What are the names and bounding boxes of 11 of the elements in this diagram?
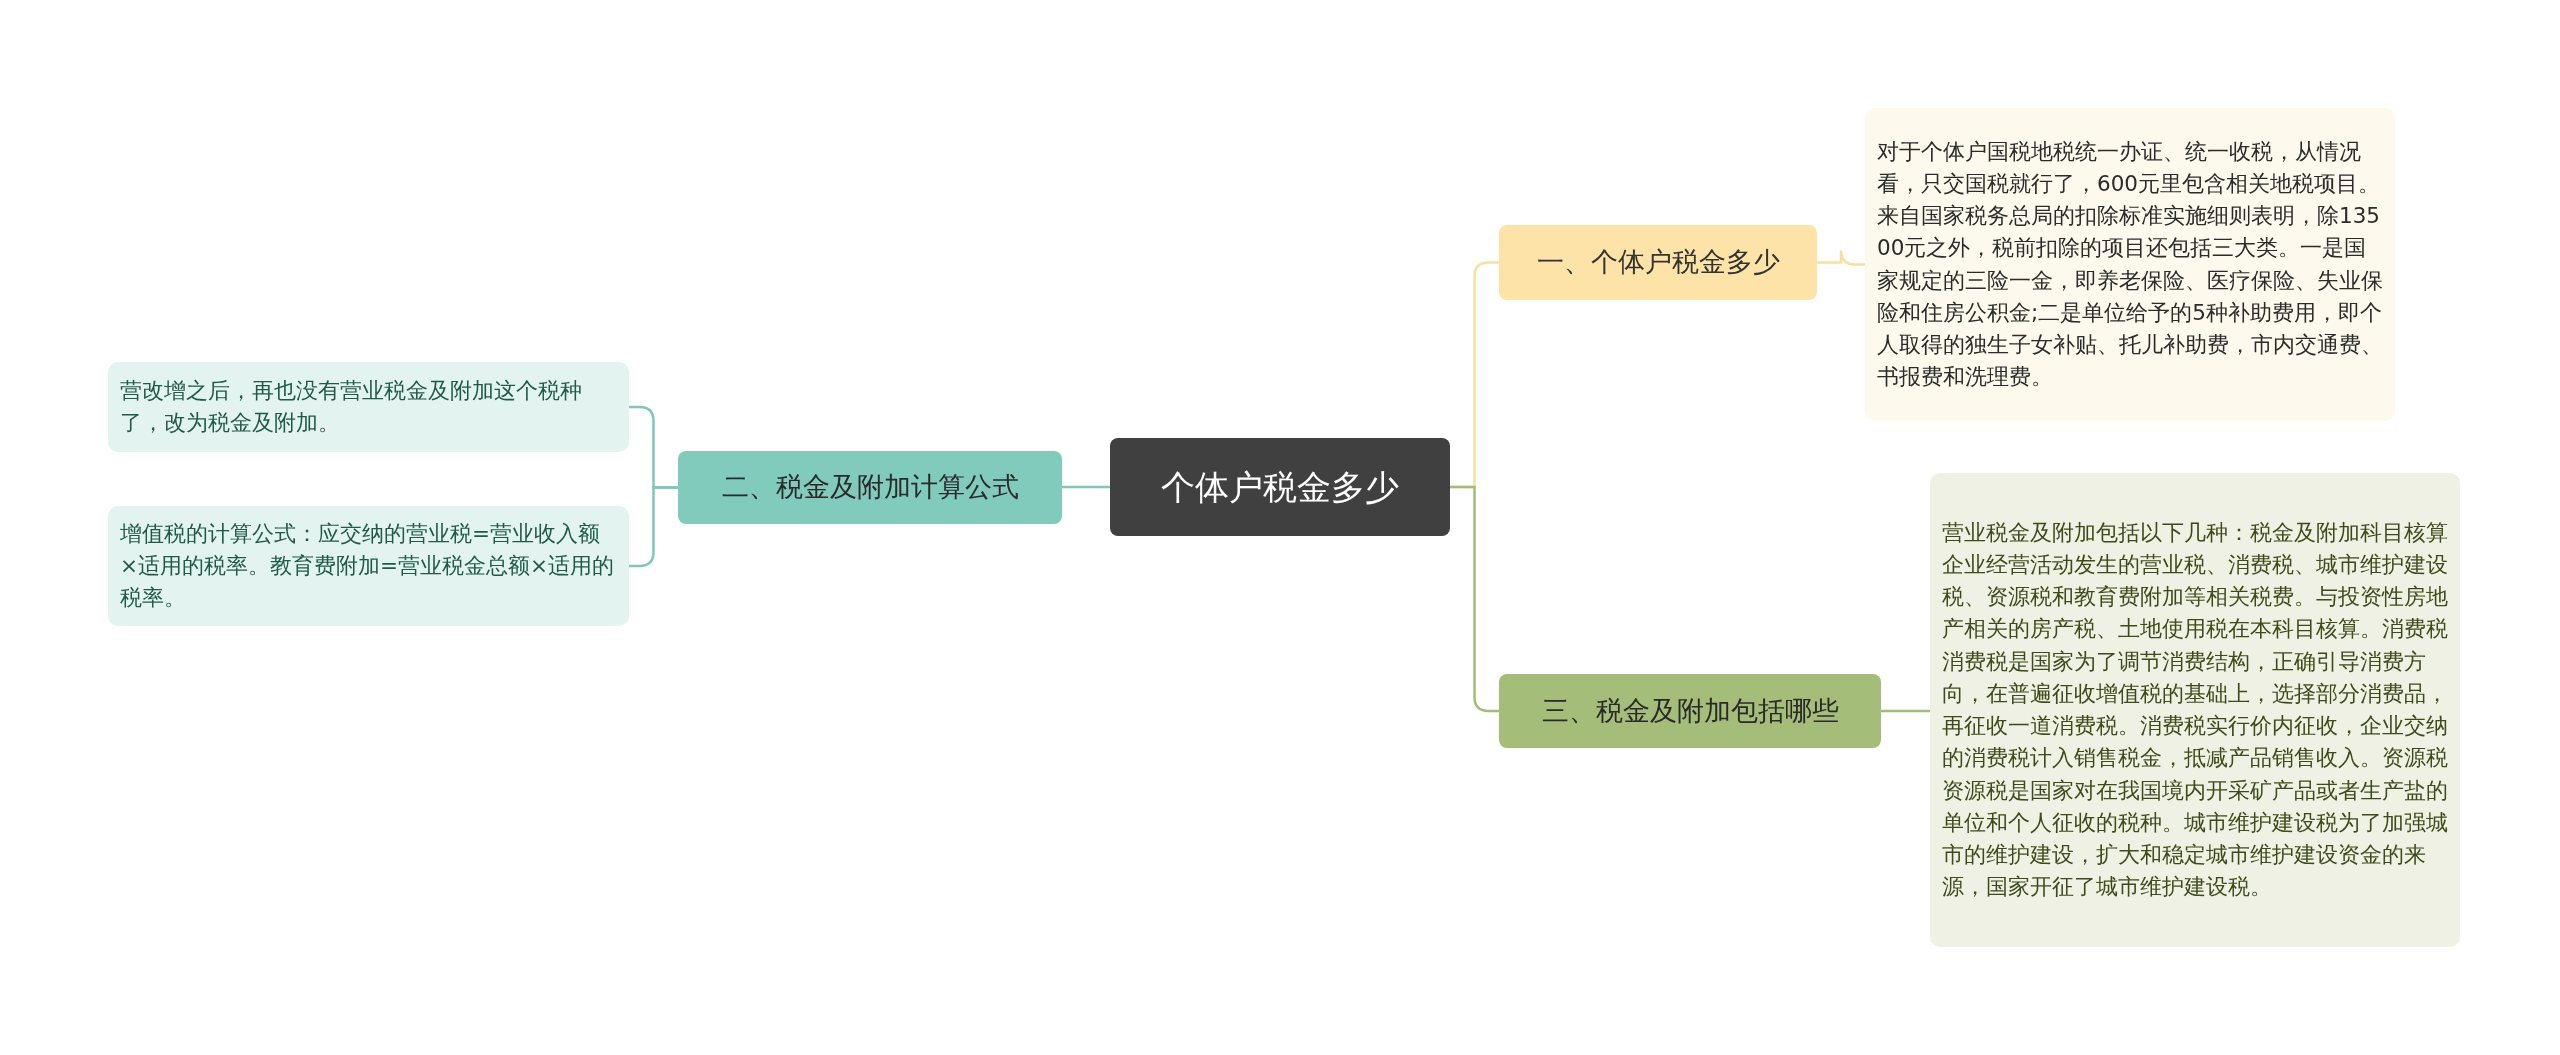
- connector-line: [1817, 249, 1865, 266]
- connector-line: [1881, 709, 1930, 713]
- branch-topic: 三、税金及附加包括哪些: [1499, 674, 1881, 748]
- root-topic: 个体户税金多少: [1110, 438, 1450, 536]
- connector-line: [1062, 485, 1110, 489]
- note-card: 营业税金及附加包括以下几种：税金及附加科目核算企业经营活动发生的营业税、消费税、城市维护建设税、资源税和教育费附加等相关税费。与投资性房地产相关的房产税、土地使用税在本科目核算。消费税消费税是国家为了调节消费结构，正确引导消费方向，在普遍征收增值税的基础上，选择部分消费品，再征收一道消费税。消费税实行价内征收，企业交纳的消费税计入销售税金，抵减产品销售收入。资源税资源税是国家对在我国境内开采矿产品或者生产盐的单位和个人征收的税种。城市维护建设税为了加强城市的维护建设，扩大和稳定城市维护建设资金的来源，国家开征了城市维护建设税。: [1930, 473, 2460, 947]
- branch-topic: 二、税金及附加计算公式: [678, 451, 1062, 524]
- note-card: 营改增之后，再也没有营业税金及附加这个税种了，改为税金及附加。: [108, 362, 629, 452]
- branch-topic: 一、个体户税金多少: [1499, 225, 1817, 300]
- note-card: 对于个体户国税地税统一办证、统一收税，从情况看，只交国税就行了，600元里包含相关地税项目。来自国家税务总局的扣除标准实施细则表明，除13500元之外，税前扣除的项目还包括三大类。一是国家规定的三险一金，即养老保险、医疗保险、失业保险和住房公积金;二是单位给予的5种补助费用，即个人取得的独生子女补贴、托儿补助费，市内交通费、书报费和洗理费。: [1865, 108, 2395, 421]
- note-card: 增值税的计算公式：应交纳的营业税=营业收入额×适用的税率。教育费附加=营业税金总额×适用的税率。: [108, 506, 629, 626]
